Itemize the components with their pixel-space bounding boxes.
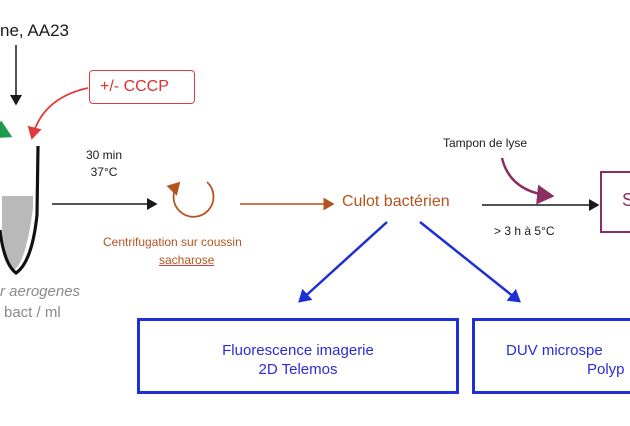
arrow-to-fluorescence xyxy=(298,221,388,303)
duv-subtitle: Polyp xyxy=(587,361,625,378)
fluorescence-title: Fluorescence imagerie xyxy=(222,342,374,359)
concentration-label: bact / ml xyxy=(4,304,61,321)
centrifugation-label: Centrifugation sur coussin xyxy=(103,235,242,249)
culot-label: Culot bactérien xyxy=(342,193,450,210)
duv-title: DUV microspe xyxy=(506,342,603,359)
centrifugation-cycle-icon xyxy=(166,181,215,218)
tube-outline xyxy=(0,145,40,275)
arrow-to-duv xyxy=(419,221,521,303)
tube-fill xyxy=(2,196,33,270)
lysis-box-label: S xyxy=(622,190,630,210)
fluorescence-box: Fluorescence imagerie 2D Telemos xyxy=(137,318,459,394)
incubation-time-label: 30 min xyxy=(85,148,123,162)
centrifugation-label-2: sacharose xyxy=(159,253,215,267)
incubation-temp-label: 37°C xyxy=(90,165,118,179)
cccp-label: +/- CCCP xyxy=(100,78,169,95)
lysis-conditions-label: > 3 h à 5°C xyxy=(494,224,555,238)
arrow-tampon-curve xyxy=(500,157,555,205)
arrow-green-curve xyxy=(0,120,13,139)
arrow-cccp-curve xyxy=(27,87,89,140)
duv-box: DUV microspe Polyp xyxy=(472,318,630,394)
fluorescence-subtitle: 2D Telemos xyxy=(258,361,338,378)
substrate-label: ne, AA23 xyxy=(0,21,70,40)
lysis-box: S xyxy=(600,171,630,233)
tampon-label: Tampon de lyse xyxy=(443,136,528,150)
species-label: r aerogenes xyxy=(0,283,81,300)
cccp-box: +/- CCCP xyxy=(89,70,195,104)
